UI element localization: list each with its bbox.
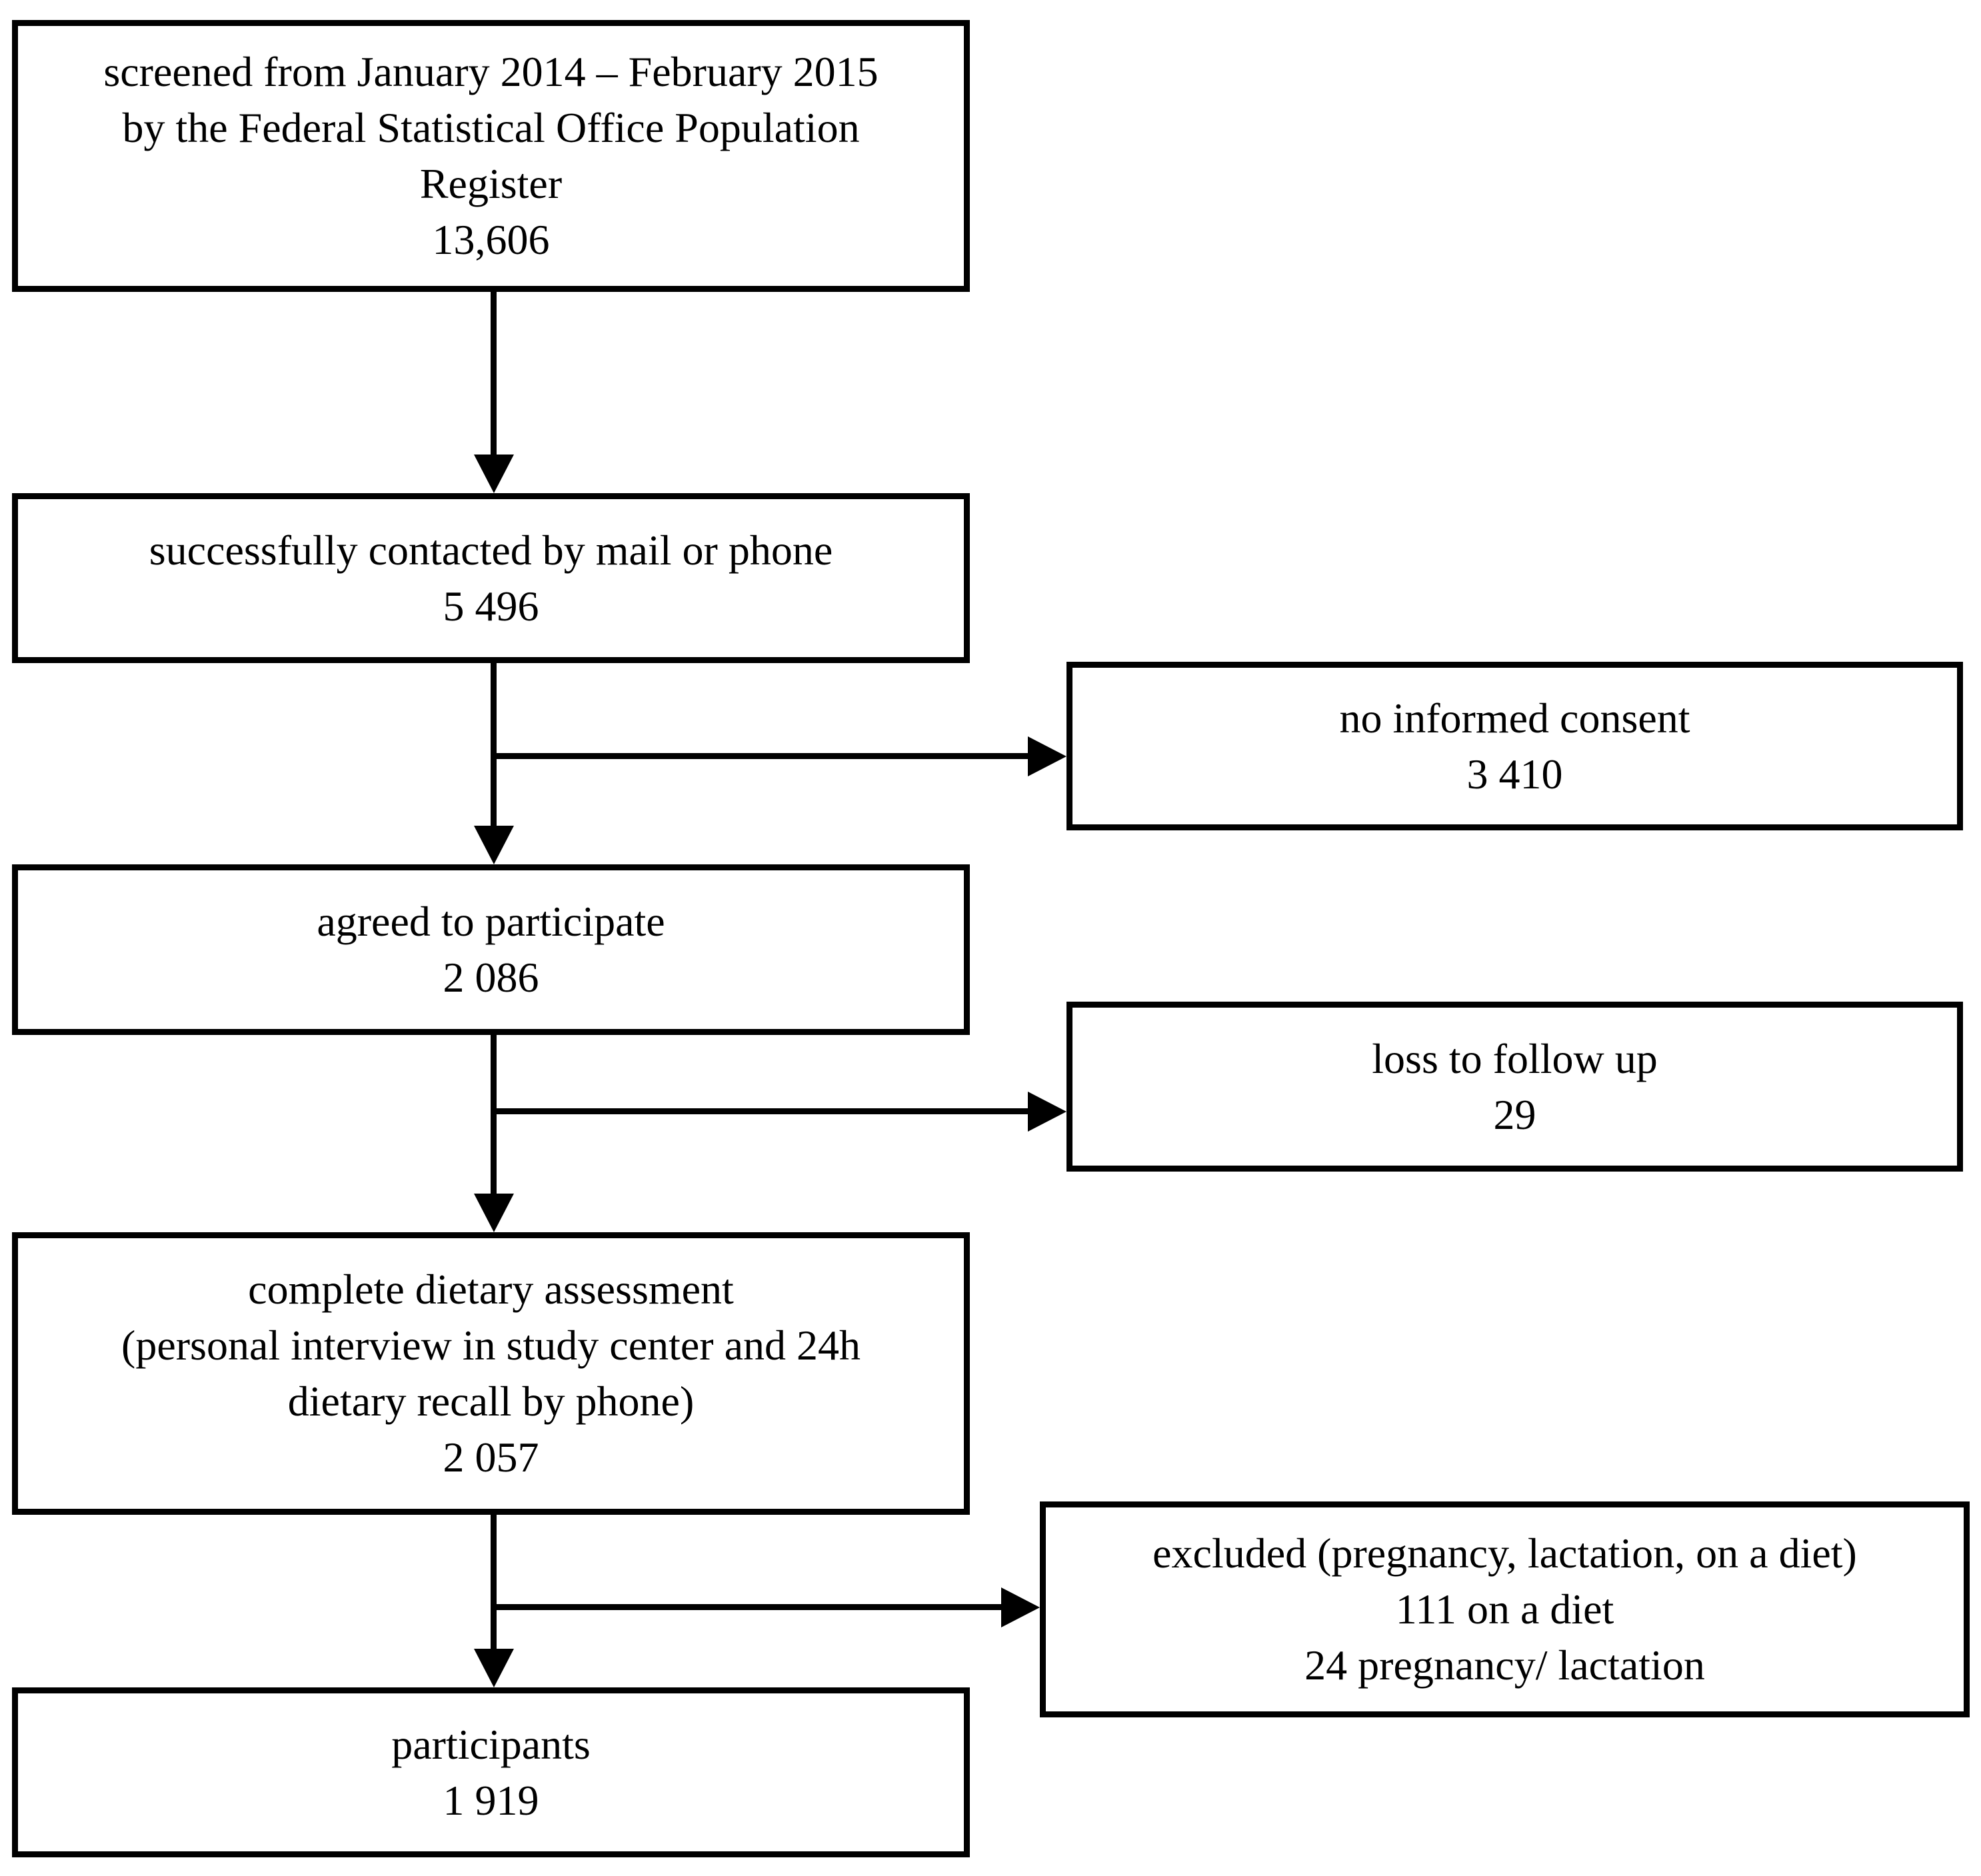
box-count: 1 919 bbox=[443, 1776, 539, 1824]
arrow-down-icon bbox=[474, 1194, 514, 1232]
arrow-right-icon bbox=[1028, 1092, 1066, 1132]
box-line: (personal interview in study center and … bbox=[121, 1322, 861, 1369]
box-count: 2 086 bbox=[443, 954, 539, 1001]
connector-screened-to-contacted bbox=[491, 292, 497, 459]
flow-box-excluded: excluded (pregnancy, lactation, on a die… bbox=[1040, 1501, 1970, 1717]
box-line: complete dietary assessment bbox=[248, 1266, 734, 1313]
connector-dietary-to-participants bbox=[491, 1515, 497, 1653]
flow-box-screened: screened from January 2014 – February 20… bbox=[12, 20, 970, 292]
connector-branch-excluded bbox=[491, 1604, 1001, 1610]
box-count: 2 057 bbox=[443, 1433, 539, 1481]
box-line: 111 on a diet bbox=[1395, 1585, 1614, 1633]
box-count: 29 bbox=[1493, 1090, 1536, 1138]
box-line: loss to follow up bbox=[1372, 1034, 1658, 1082]
connector-contacted-to-agreed bbox=[491, 663, 497, 830]
box-count: 5 496 bbox=[443, 582, 539, 630]
box-line: participants bbox=[391, 1720, 591, 1768]
box-line: screened from January 2014 – February 20… bbox=[103, 48, 879, 95]
flow-box-agreed: agreed to participate 2 086 bbox=[12, 864, 970, 1035]
flow-box-dietary-assessment: complete dietary assessment (personal in… bbox=[12, 1232, 970, 1515]
box-line: successfully contacted by mail or phone bbox=[149, 526, 833, 574]
flow-box-loss-to-follow-up: loss to follow up 29 bbox=[1066, 1002, 1963, 1172]
arrow-right-icon bbox=[1028, 736, 1066, 776]
arrow-down-icon bbox=[474, 1649, 514, 1687]
box-count: 13,606 bbox=[432, 216, 550, 263]
box-line: Register bbox=[419, 160, 563, 207]
flow-box-participants: participants 1 919 bbox=[12, 1687, 970, 1857]
arrow-right-icon bbox=[1001, 1587, 1040, 1627]
box-line: no informed consent bbox=[1339, 694, 1690, 742]
box-count: 3 410 bbox=[1466, 750, 1563, 798]
box-line: dietary recall by phone) bbox=[287, 1378, 695, 1425]
flow-box-no-informed-consent: no informed consent 3 410 bbox=[1066, 662, 1963, 830]
box-line: agreed to participate bbox=[317, 898, 665, 945]
box-line: excluded (pregnancy, lactation, on a die… bbox=[1152, 1529, 1857, 1577]
connector-agreed-to-dietary bbox=[491, 1035, 497, 1198]
connector-branch-no-informed-consent bbox=[491, 753, 1028, 759]
arrow-down-icon bbox=[474, 826, 514, 864]
box-line: 24 pregnancy/ lactation bbox=[1304, 1641, 1705, 1689]
box-line: by the Federal Statistical Office Popula… bbox=[122, 104, 860, 151]
arrow-down-icon bbox=[474, 455, 514, 493]
flow-box-contacted: successfully contacted by mail or phone … bbox=[12, 493, 970, 663]
connector-branch-loss-to-follow-up bbox=[491, 1108, 1028, 1114]
